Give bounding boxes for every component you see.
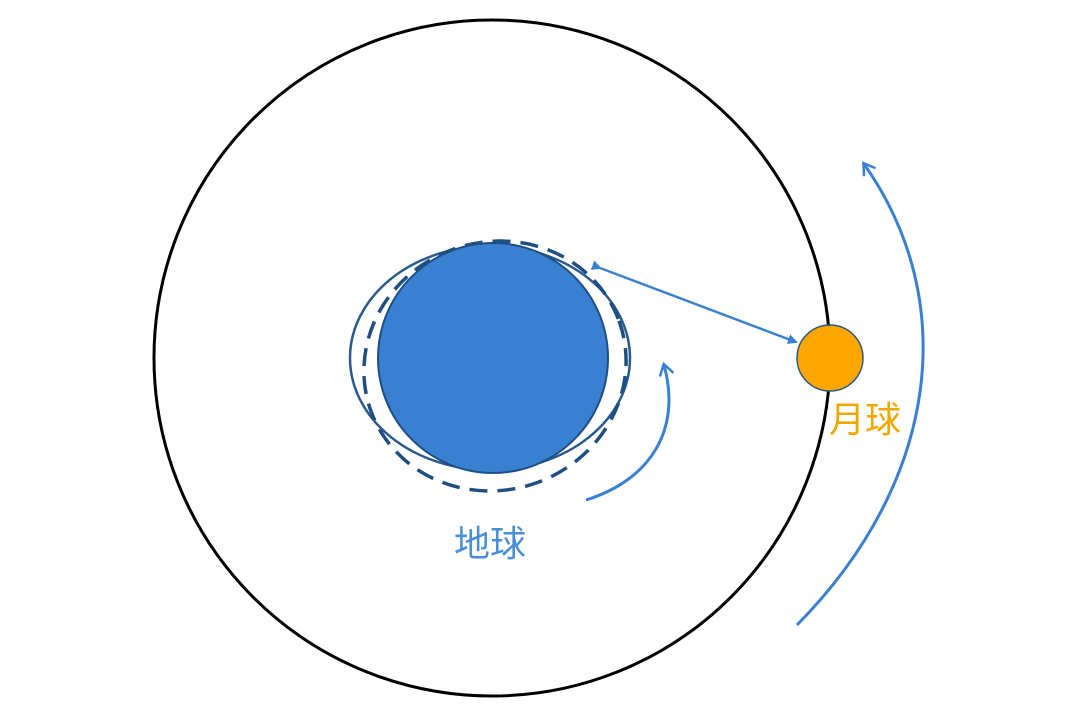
earth-label: 地球 xyxy=(454,524,526,565)
earth-rotation-arrow xyxy=(585,365,669,502)
moon-orbit-arrow xyxy=(795,164,925,627)
moon-body xyxy=(796,324,864,392)
moon-label: 月球 xyxy=(829,400,901,441)
earth-body xyxy=(377,242,609,474)
bulge-moon-arrow xyxy=(590,260,798,344)
